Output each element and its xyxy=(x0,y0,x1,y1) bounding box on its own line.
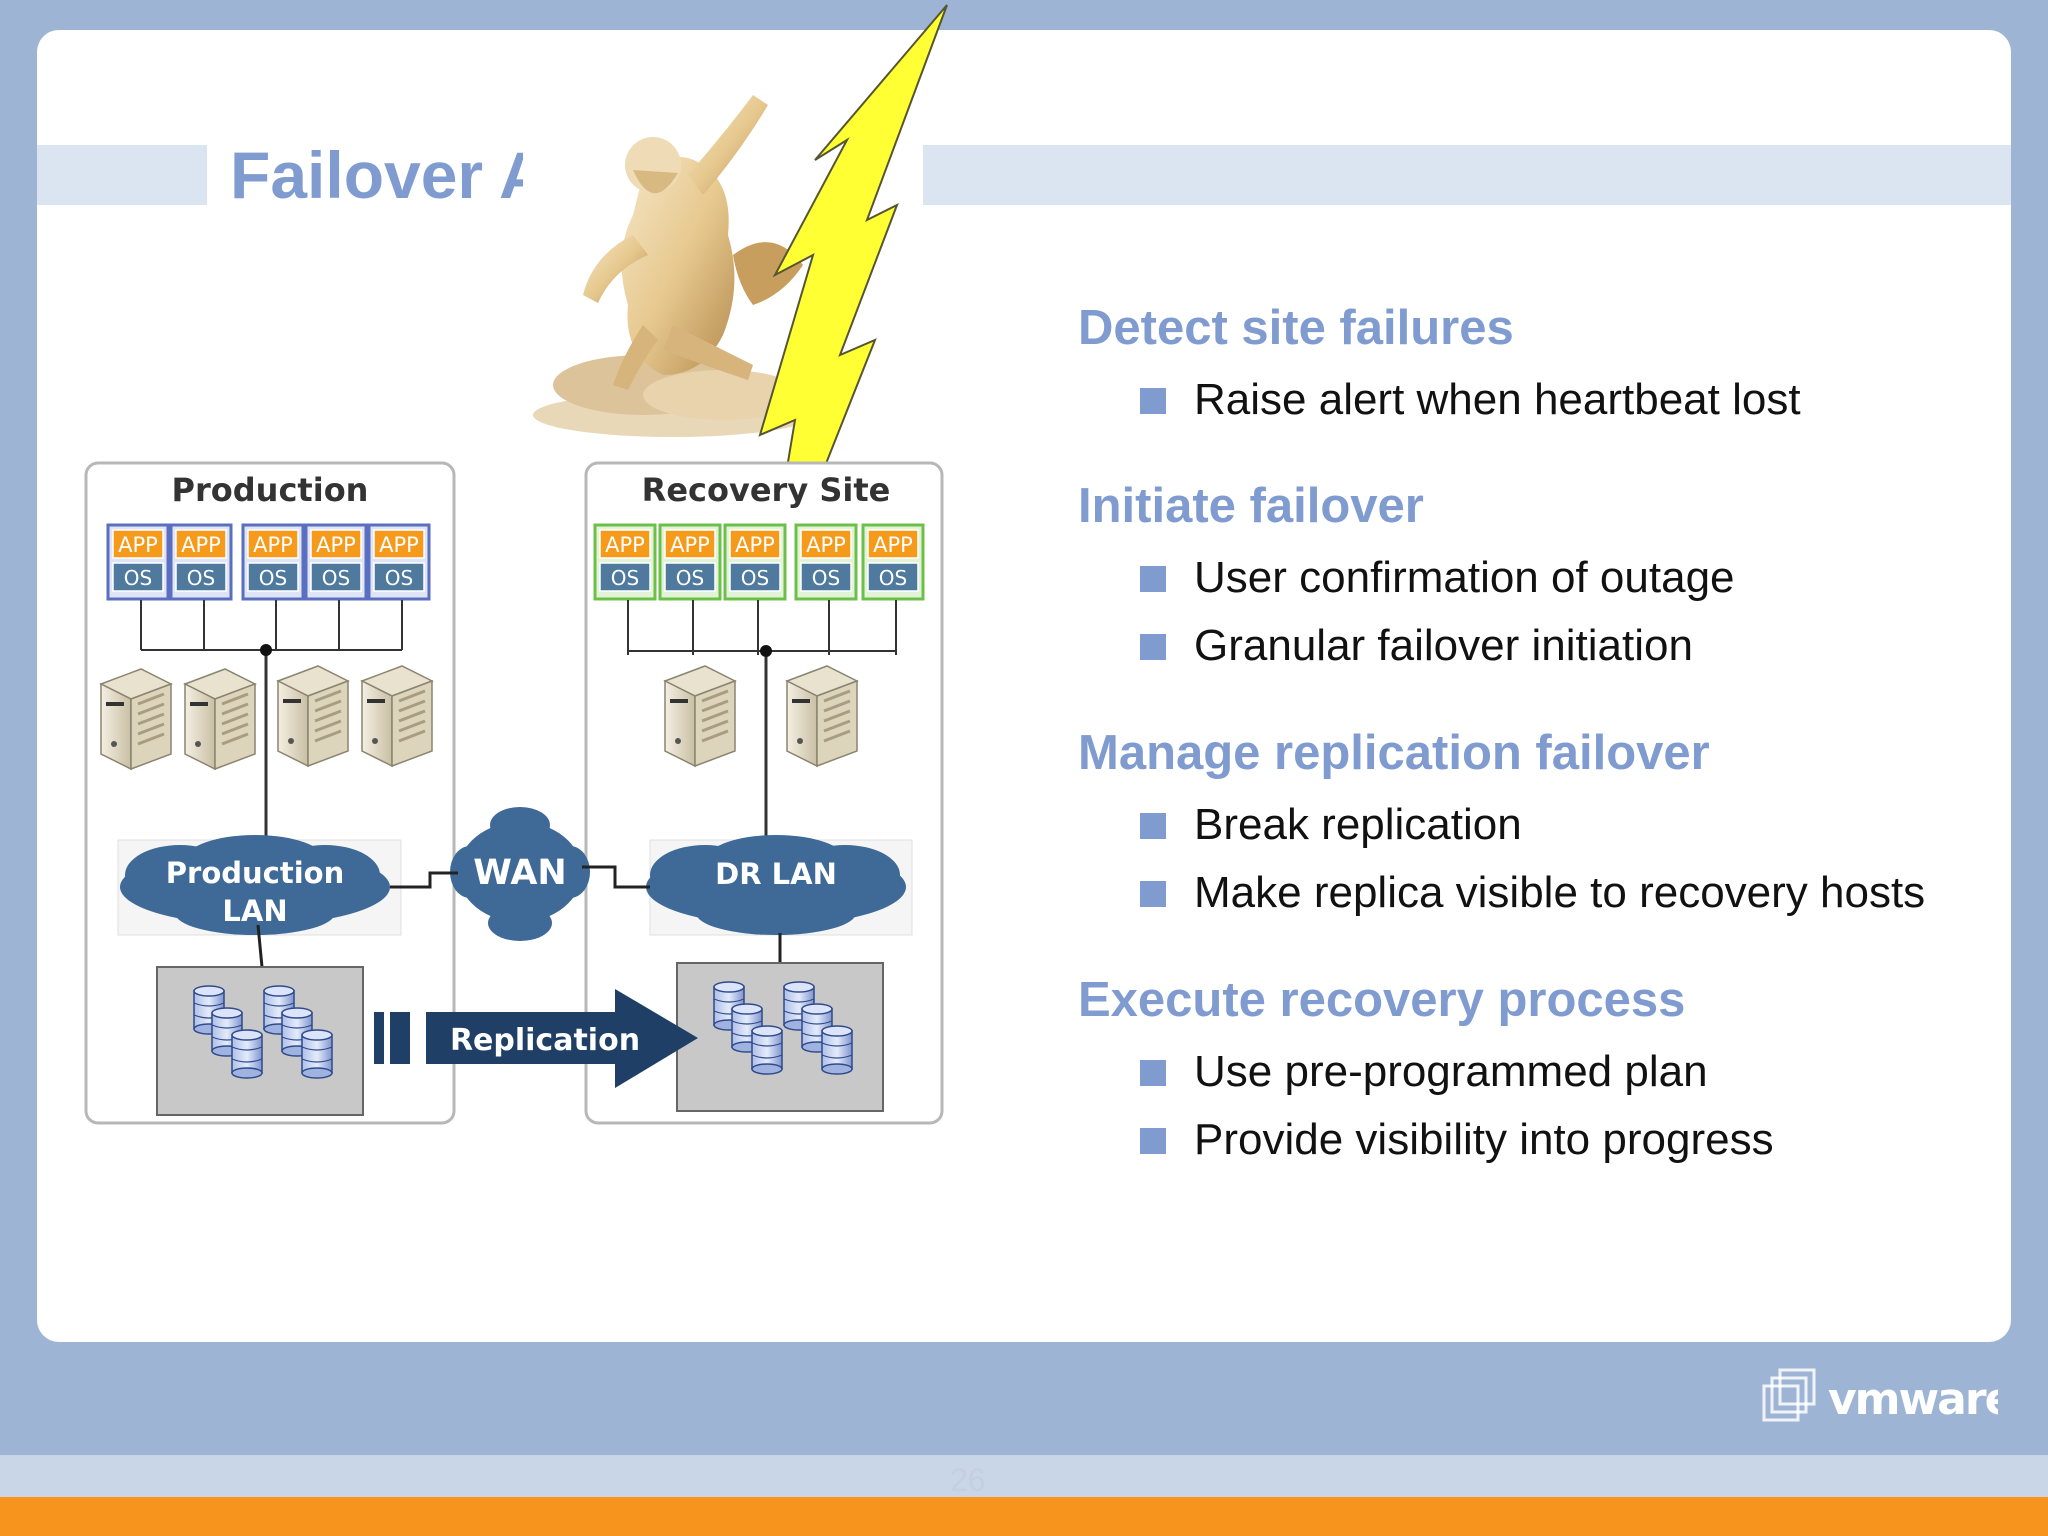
bullet-text: Use pre-programmed plan xyxy=(1194,1047,1708,1096)
app-label: APP xyxy=(181,533,221,557)
bullet-square-icon xyxy=(1140,881,1166,907)
server-icon xyxy=(360,664,434,768)
os-label: OS xyxy=(879,566,907,590)
bullet-square-icon xyxy=(1140,813,1166,839)
vm-block: APP OS xyxy=(304,523,368,601)
vm-block: APP OS xyxy=(723,523,787,601)
vm-block: APP OS xyxy=(658,523,722,601)
vm-block: APP OS xyxy=(241,523,305,601)
app-label: APP xyxy=(806,533,846,557)
database-icon xyxy=(751,1025,783,1075)
os-label: OS xyxy=(322,566,350,590)
server-icon xyxy=(785,664,859,768)
replication-label: Replication xyxy=(450,1023,640,1058)
server-icon xyxy=(99,667,173,771)
vm-block: APP OS xyxy=(106,523,170,601)
bullet-text: Make replica visible to recovery hosts xyxy=(1194,868,1926,917)
app-label: APP xyxy=(735,533,775,557)
page-number: 26 xyxy=(950,1462,986,1498)
app-label: APP xyxy=(873,533,913,557)
vm-block: APP OS xyxy=(593,523,657,601)
production-lan-label-line1: Production xyxy=(166,856,344,890)
replication-diagram: Production Recovery Site APP OS APP OS APP OS… xyxy=(84,461,944,1125)
vm-block: APP OS xyxy=(169,523,233,601)
bullet-square-icon xyxy=(1140,1128,1166,1154)
app-label: APP xyxy=(316,533,356,557)
app-label: APP xyxy=(379,533,419,557)
bullet-text: Break replication xyxy=(1194,800,1522,849)
app-label: APP xyxy=(605,533,645,557)
bullet-text: User confirmation of outage xyxy=(1194,553,1735,602)
bullet-square-icon xyxy=(1140,1060,1166,1086)
database-icon xyxy=(231,1029,263,1079)
title-band-right xyxy=(905,145,2011,205)
os-label: OS xyxy=(124,566,152,590)
production-lan-label-line2: LAN xyxy=(222,894,287,928)
wan-cloud-icon xyxy=(450,807,590,941)
wan-label: WAN xyxy=(473,853,566,893)
database-icon xyxy=(301,1029,333,1079)
bottom-light-strip xyxy=(0,1455,2048,1497)
section-heading-detect: Detect site failures xyxy=(1078,301,1514,355)
os-label: OS xyxy=(385,566,413,590)
server-icon xyxy=(183,667,257,771)
dr-lan-cloud-icon xyxy=(646,835,906,935)
vmware-logo-icon: vmware xyxy=(1762,1368,1998,1425)
database-icon xyxy=(821,1025,853,1075)
production-site-label: Production xyxy=(172,471,369,509)
os-label: OS xyxy=(187,566,215,590)
section-heading-initiate: Initiate failover xyxy=(1078,479,1424,533)
bullet-text: Provide visibility into progress xyxy=(1194,1115,1774,1164)
bottom-orange-strip xyxy=(0,1497,2048,1536)
section-heading-execute: Execute recovery process xyxy=(1078,973,1686,1027)
app-label: APP xyxy=(118,533,158,557)
os-label: OS xyxy=(259,566,287,590)
dr-lan-label: DR LAN xyxy=(715,857,837,891)
bullet-text: Raise alert when heartbeat lost xyxy=(1194,375,1801,424)
recovery-site-label: Recovery Site xyxy=(642,471,891,509)
section-heading-manage: Manage replication failover xyxy=(1078,726,1710,780)
bullet-square-icon xyxy=(1140,634,1166,660)
bullet-square-icon xyxy=(1140,566,1166,592)
os-label: OS xyxy=(812,566,840,590)
server-icon xyxy=(663,664,737,768)
os-label: OS xyxy=(676,566,704,590)
title-band-left xyxy=(37,145,207,205)
bullet-text: Granular failover initiation xyxy=(1194,621,1693,670)
vm-block: APP OS xyxy=(367,523,431,601)
vmware-logo-text: vmware xyxy=(1828,1374,1998,1425)
bullet-square-icon xyxy=(1140,388,1166,414)
app-label: APP xyxy=(253,533,293,557)
replication-arrow-icon xyxy=(426,989,698,1088)
vm-block: APP OS xyxy=(794,523,858,601)
os-label: OS xyxy=(611,566,639,590)
production-lan-cloud-icon xyxy=(120,835,390,935)
vm-block: APP OS xyxy=(861,523,925,601)
os-label: OS xyxy=(741,566,769,590)
server-icon xyxy=(276,664,350,768)
app-label: APP xyxy=(670,533,710,557)
